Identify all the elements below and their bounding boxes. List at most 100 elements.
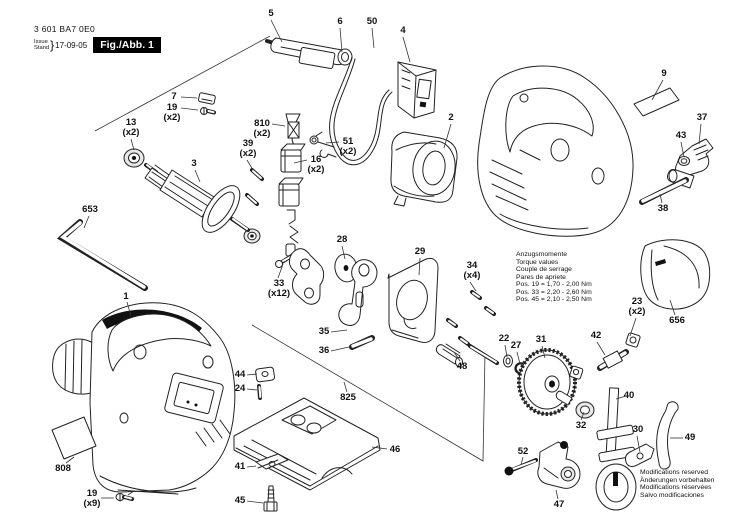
part-label-653: 653 (82, 204, 98, 215)
sticker-drawing (51, 416, 97, 460)
part-label-50: 50 (366, 16, 378, 27)
type-number: 3 601 BA7 0E0 (34, 24, 96, 34)
part-label-32: 32 (575, 420, 587, 431)
modifications-line: Änderungen vorbehalten (640, 476, 715, 484)
part-label-33: 33(x12) (267, 278, 291, 299)
torque-line: Torque values (516, 258, 559, 266)
support-roller-drawing (435, 343, 463, 367)
part-label-810: 810(x2) (253, 118, 271, 139)
hex-key-drawing (56, 219, 148, 291)
modifications-line: Modifications réservées (640, 484, 712, 491)
part-label-7: 7 (171, 91, 177, 102)
clamp-nut-drawing (255, 366, 275, 383)
torque-note: Anzugsmomente Torque values Couple de se… (516, 251, 592, 304)
part-label-52: 52 (517, 446, 529, 457)
modifications-note: Modifications reserved Änderungen vorbeh… (640, 469, 714, 499)
part-label-37: 37 (696, 112, 708, 123)
part-label-38: 38 (657, 203, 669, 214)
part-label-30: 30 (632, 424, 644, 435)
dowel-pin-drawing (257, 384, 262, 400)
armature-drawing (144, 163, 250, 233)
torque-line: Anzugsmomente (516, 251, 568, 258)
locating-pins-drawing (245, 168, 264, 206)
switch-drawing (397, 61, 437, 119)
part-label-34: 34(x4) (463, 260, 481, 281)
brush-holder-drawing (278, 143, 306, 257)
part-label-36: 36 (318, 345, 330, 356)
part-label-22: 22 (498, 333, 510, 344)
part-label-42: 42 (590, 330, 602, 341)
part-label-28: 28 (336, 234, 348, 245)
issue-date: 17-09-05 (55, 40, 88, 50)
part-label-808: 808 (55, 463, 71, 474)
counterweight-lever-drawing (338, 259, 378, 326)
cover-drawing (640, 239, 711, 310)
bearing-bracket-drawing (387, 257, 439, 343)
part-label-23: 23(x2) (628, 296, 646, 317)
base-screw-drawing (263, 485, 278, 512)
dowel-pins-drawing (446, 290, 496, 346)
housing-half-drawing (477, 65, 634, 237)
figure-badge: Fig./Abb. 1 (93, 37, 161, 53)
modifications-line: Salvo modificaciones (640, 491, 704, 499)
roller-drawing (575, 401, 595, 419)
torque-line: Pares de apriete (516, 273, 566, 281)
part-label-35: 35 (318, 326, 330, 337)
part-label-49: 49 (684, 432, 696, 443)
stator-drawing (390, 131, 458, 207)
torque-line: Pos. 45 = 2,10 - 2,50 Nm (516, 296, 592, 303)
drawing-header: 3 601 BA7 0E0 Issue Stand } 17-09-05 Fig… (34, 24, 161, 53)
part-label-48: 48 (456, 361, 468, 372)
base-plate-drawing (233, 397, 381, 491)
cable-drawing (329, 56, 393, 166)
part-label-6: 6 (337, 16, 343, 27)
blade-guide-drawing (625, 443, 655, 467)
rod-pin-drawing (639, 177, 689, 205)
brace-glyph: } (50, 38, 55, 52)
glide-insert-drawing (255, 453, 289, 470)
part-label-39: 39(x2) (239, 138, 257, 159)
carbon-brush-drawing (285, 113, 301, 153)
part-label-51: 51(x2) (339, 136, 357, 157)
part-label-825: 825 (340, 392, 356, 403)
bearing-drawing (123, 148, 261, 244)
part-label-43: 43 (675, 130, 687, 141)
part-label-16: 16(x2) (307, 154, 325, 175)
part-label-19a: 19(x2) (163, 102, 181, 123)
touch-guard-drawing (656, 401, 679, 470)
long-pin-drawing (468, 344, 499, 365)
part-label-24: 24 (234, 383, 246, 394)
brush-cap-drawing (198, 92, 216, 105)
part-label-44: 44 (234, 369, 246, 380)
part-label-19b: 19(x9) (83, 488, 101, 509)
part-label-2: 2 (448, 112, 454, 123)
oring-drawing (678, 156, 690, 166)
part-label-4: 4 (400, 25, 406, 36)
bracket-screw-drawing (504, 458, 538, 476)
jigsaw-body-drawing (52, 302, 236, 495)
cap-screw-drawing (200, 107, 216, 115)
counterweight-bracket-drawing (288, 248, 325, 305)
power-cord-drawing (265, 37, 353, 70)
part-label-29: 29 (414, 246, 426, 257)
torque-line: Couple de serrage (516, 266, 572, 273)
part-label-47: 47 (553, 499, 565, 510)
spacer-drawing (555, 390, 573, 406)
part-label-3: 3 (191, 158, 197, 169)
brush-spring-drawing (309, 131, 337, 158)
part-label-46: 46 (389, 444, 401, 455)
modifications-line: Modifications reserved (640, 469, 708, 476)
part-label-41: 41 (234, 461, 246, 472)
part-label-40: 40 (623, 390, 635, 401)
part-label-13: 13(x2) (122, 117, 140, 138)
roller-bracket-drawing (537, 441, 581, 489)
torque-line: Pos. 19 = 1,70 - 2,00 Nm (516, 281, 592, 288)
part-label-1: 1 (123, 291, 129, 302)
part-label-27: 27 (510, 340, 522, 351)
washer-drawing (503, 354, 513, 368)
part-label-9: 9 (661, 68, 667, 79)
torque-line: Pos. 33 = 2,20 - 2,60 Nm (516, 288, 592, 296)
part-label-45: 45 (234, 495, 246, 506)
issue-stand-label: Issue Stand (34, 39, 50, 51)
